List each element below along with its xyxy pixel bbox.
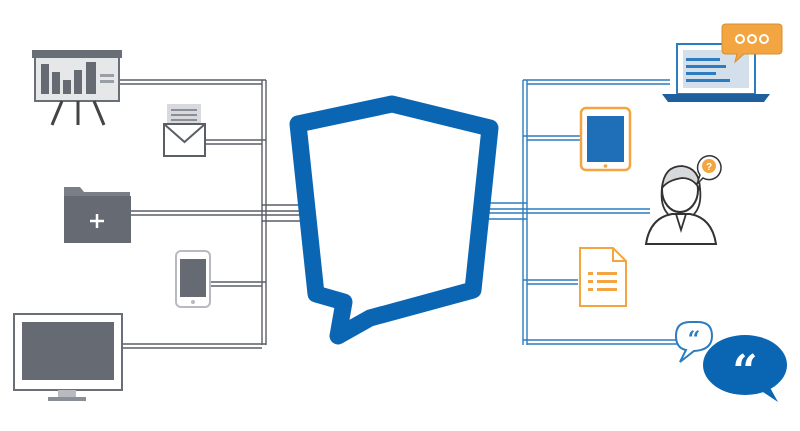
quote-speech-bubbles-icon: “ “	[674, 321, 787, 402]
shield-speech-bubble-icon	[289, 95, 499, 345]
desktop-monitor-icon	[13, 313, 123, 401]
smartphone-icon	[175, 250, 211, 308]
svg-text:?: ?	[706, 162, 712, 173]
email-letter-icon	[163, 104, 206, 157]
laptop-chat-icon	[662, 23, 783, 102]
left-connector-lines	[120, 79, 300, 349]
right-connector-lines	[480, 79, 680, 345]
add-folder-icon	[64, 187, 131, 243]
tablet-icon	[579, 106, 632, 172]
svg-text:“: “	[732, 346, 757, 397]
document-list-icon	[579, 247, 627, 307]
person-question-icon: ?	[644, 155, 722, 245]
svg-text:“: “	[688, 327, 701, 353]
presentation-board-icon	[32, 50, 122, 126]
